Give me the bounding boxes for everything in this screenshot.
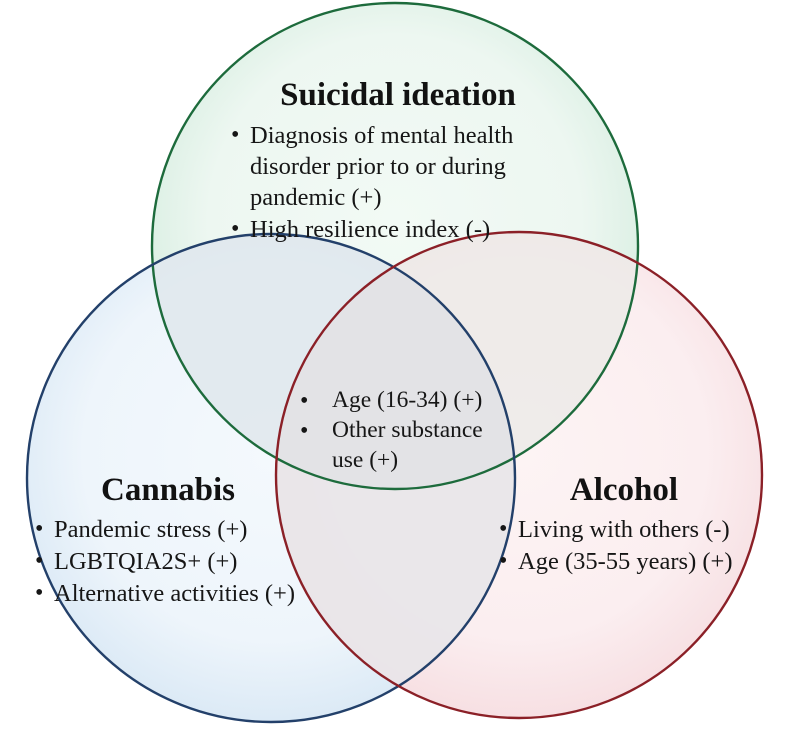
circle-outline-alcohol [274,230,764,720]
list-item-text: Other substance use (+) [332,417,483,473]
list-item: • LGBTQIA2S+ (+) [32,546,322,577]
bullet-icon: • [499,515,508,542]
venn-outlines [25,1,764,724]
set-label-intersection-all: • Age (16-34) (+) • Other substance use (+… [298,386,513,476]
list-item-text: Alternative activities (+) [54,579,296,607]
set-label-cannabis: Cannabis • Pandemic stress (+) • LGBTQIA2S… [22,473,322,610]
set-items-intersection-all: • Age (16-34) (+) • Other substance use (+… [298,386,513,475]
set-items-cannabis: • Pandemic stress (+) • LGBTQIA2S+ (+) • Al… [32,514,322,609]
list-item: • Other substance use (+) [298,416,513,475]
list-item-text: LGBTQIA2S+ (+) [54,547,238,575]
list-item-text: Diagnosis of mental health disorder prio… [250,121,514,211]
list-item: • Age (35-55 years) (+) [496,546,772,577]
list-item-text: Pandemic stress (+) [54,515,248,543]
bullet-icon: • [300,418,309,445]
list-item-text: High resilience index (-) [250,215,491,243]
list-item-text: Living with others (-) [518,515,730,543]
list-item: • Age (16-34) (+) [298,386,513,415]
set-title-alcohol: Alcohol [569,472,679,508]
list-item-text: Age (16-34) (+) [332,387,483,413]
bullet-icon: • [35,515,44,542]
list-item: • Diagnosis of mental health disorder pri… [228,120,598,213]
circle-outline-suicidal-ideation [150,1,640,491]
list-item: • Pandemic stress (+) [32,514,322,545]
list-item: • Alternative activities (+) [32,578,322,609]
list-item: • High resilience index (-) [228,214,598,245]
set-label-suicidal-ideation: Suicidal ideation • Diagnosis of mental h… [198,78,598,246]
bullet-icon: • [499,547,508,574]
bullet-icon: • [231,121,240,148]
bullet-icon: • [231,215,240,242]
circle-outline-cannabis [25,232,517,724]
set-label-alcohol: Alcohol • Living with others (-) • Age (35… [482,473,772,578]
set-title-cannabis: Cannabis [101,472,235,508]
set-items-suicidal-ideation: • Diagnosis of mental health disorder pri… [228,120,598,245]
list-item: • Living with others (-) [496,514,772,545]
set-title-suicidal-ideation: Suicidal ideation [280,77,516,113]
set-items-alcohol: • Living with others (-) • Age (35-55 year… [496,514,772,577]
list-item-text: Age (35-55 years) (+) [518,547,733,575]
bullet-icon: • [300,388,309,414]
overlap-all-three [276,234,515,489]
bullet-icon: • [35,579,44,606]
bullet-icon: • [35,547,44,574]
